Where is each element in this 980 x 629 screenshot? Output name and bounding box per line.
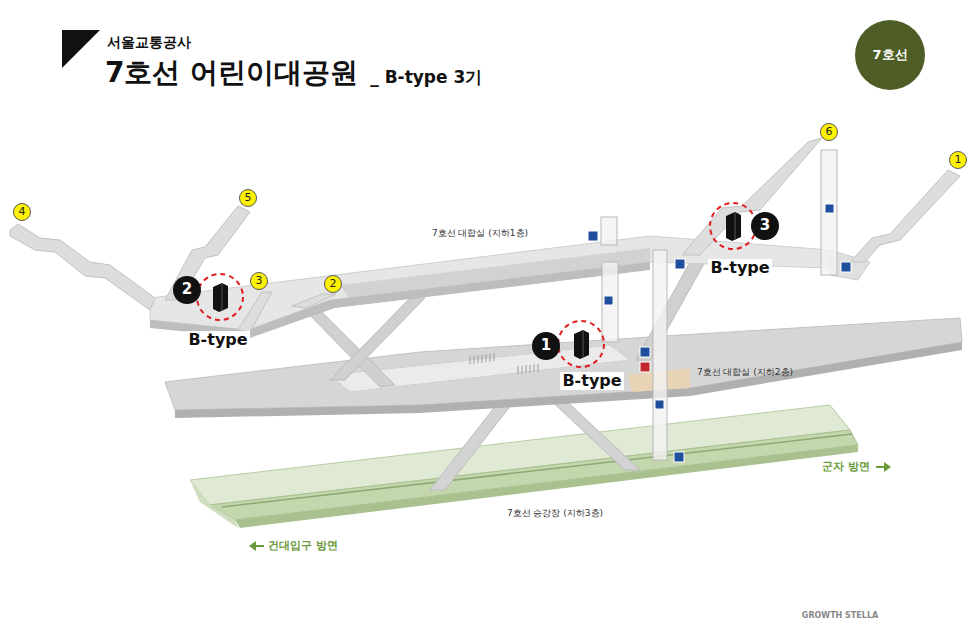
- node-text: 4: [19, 206, 26, 219]
- exit-stair: [10, 138, 960, 332]
- callout-number: 3: [751, 212, 779, 240]
- concourse-b1: [150, 236, 870, 338]
- title-suffix: _ B-type 3기: [370, 68, 482, 88]
- page-title: 7호선 어린이대공원: [105, 57, 358, 89]
- node-text: 1: [955, 154, 962, 167]
- direction-label: 군자 방면: [822, 461, 870, 474]
- node-text: 3: [256, 275, 263, 288]
- exit-number: 1: [949, 151, 967, 169]
- node-text: 5: [245, 192, 252, 205]
- watermark: GROWTH STELLA: [802, 611, 878, 620]
- callout-number: 2: [173, 276, 201, 304]
- exit-number: 2: [324, 275, 342, 293]
- kiosk-type: B-type: [560, 372, 623, 390]
- kiosk-type: B-type: [708, 259, 771, 277]
- callout-number: 1: [532, 332, 560, 360]
- node-text: 6: [826, 126, 833, 139]
- facility-icon: [588, 204, 851, 462]
- direction-arrow: [249, 462, 891, 551]
- concourse-b2: [165, 318, 962, 418]
- node-text: 2: [330, 278, 337, 291]
- corner-mark: [62, 30, 100, 68]
- level-label: 7호선 대합실 (지하1층): [432, 228, 528, 238]
- org-name: 서울교통공사: [107, 34, 191, 50]
- elevator-shaft: [601, 150, 837, 460]
- node-text: 2: [182, 281, 192, 298]
- node-text: 7호선: [872, 48, 907, 63]
- kiosk-marker: [197, 203, 756, 367]
- line-badge: 7호선: [855, 20, 925, 90]
- node-text: 3: [760, 217, 770, 234]
- level-label: 7호선 승강장 (지하3층): [507, 508, 603, 518]
- exit-number: 5: [239, 189, 257, 207]
- platform-level: [190, 405, 858, 528]
- level-label: 7호선 대합실 (지하2층): [697, 367, 793, 377]
- kiosk-type: B-type: [186, 331, 249, 349]
- direction-label: 건대입구 방면: [268, 540, 338, 553]
- node-text: 1: [541, 337, 551, 354]
- exit-number: 4: [13, 203, 31, 221]
- exit-number: 6: [820, 123, 838, 141]
- exit-number: 3: [250, 272, 268, 290]
